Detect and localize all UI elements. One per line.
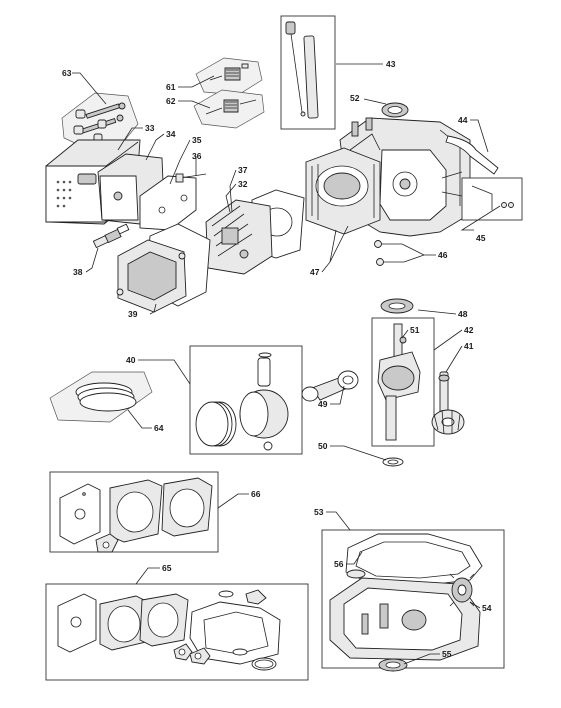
callout-35: 35 — [192, 135, 202, 145]
part-64-piston-ring-kit — [49, 371, 153, 423]
callout-63: 63 — [62, 68, 72, 78]
part-45-hex-key-box — [461, 177, 523, 221]
part-65-engine-gasket-kit — [45, 583, 309, 681]
callout-39: 39 — [128, 309, 138, 319]
callout-48: 48 — [458, 309, 468, 319]
part-41-camshaft — [431, 371, 465, 435]
callout-51: 51 — [410, 325, 420, 335]
callout-34: 34 — [166, 129, 176, 139]
part-61-valve-spring-kit — [195, 57, 263, 96]
callout-62: 62 — [166, 96, 176, 106]
callout-36: 36 — [192, 151, 202, 161]
callout-66: 66 — [251, 489, 261, 499]
part-39-valve-cover — [116, 223, 211, 313]
callout-labels: 63 61 62 43 52 44 33 34 35 36 37 32 38 4… — [62, 59, 492, 659]
part-36-bolt — [175, 173, 207, 183]
callout-40: 40 — [126, 355, 136, 365]
part-43-dipstick-assembly — [280, 15, 336, 130]
callout-49: 49 — [318, 399, 328, 409]
leader-lines — [72, 63, 501, 665]
part-54-governor-gear — [449, 573, 475, 607]
callout-56: 56 — [334, 559, 344, 569]
part-44-breather-tube — [445, 135, 499, 175]
callout-53: 53 — [314, 507, 324, 517]
part-50-washer — [382, 457, 404, 467]
callout-46: 46 — [438, 250, 448, 260]
callout-54: 54 — [482, 603, 492, 613]
callout-55: 55 — [442, 649, 452, 659]
callout-45: 45 — [476, 233, 486, 243]
callout-65: 65 — [162, 563, 172, 573]
part-35-gasket — [139, 175, 197, 231]
callout-61: 61 — [166, 82, 176, 92]
part-66-gasket-kit — [49, 471, 219, 553]
part-46-bolts — [374, 240, 404, 266]
callout-43: 43 — [386, 59, 396, 69]
part-53-sump-assembly — [321, 529, 505, 669]
part-40-piston-assembly — [189, 345, 303, 455]
part-48-oil-seal — [380, 298, 414, 314]
callout-37: 37 — [238, 165, 248, 175]
callout-50: 50 — [318, 441, 328, 451]
callout-64: 64 — [154, 423, 164, 433]
callout-52: 52 — [350, 93, 360, 103]
callout-42: 42 — [464, 325, 474, 335]
part-52-oil-seal — [381, 102, 409, 118]
part-38-spark-plug — [92, 223, 130, 249]
callout-33: 33 — [145, 123, 155, 133]
part-49-connecting-rod — [301, 370, 359, 402]
callout-32: 32 — [238, 179, 248, 189]
part-42-crankshaft-assembly — [371, 317, 435, 447]
part-55-oil-seal — [378, 658, 408, 672]
part-63-valve-kit — [61, 92, 139, 149]
callout-44: 44 — [458, 115, 468, 125]
callout-38: 38 — [73, 267, 83, 277]
part-47-cylinder-area — [305, 147, 381, 235]
part-32-cylinder-head — [205, 199, 273, 275]
callout-41: 41 — [464, 341, 474, 351]
callout-47: 47 — [310, 267, 320, 277]
part-62-valve-kit — [193, 89, 265, 129]
